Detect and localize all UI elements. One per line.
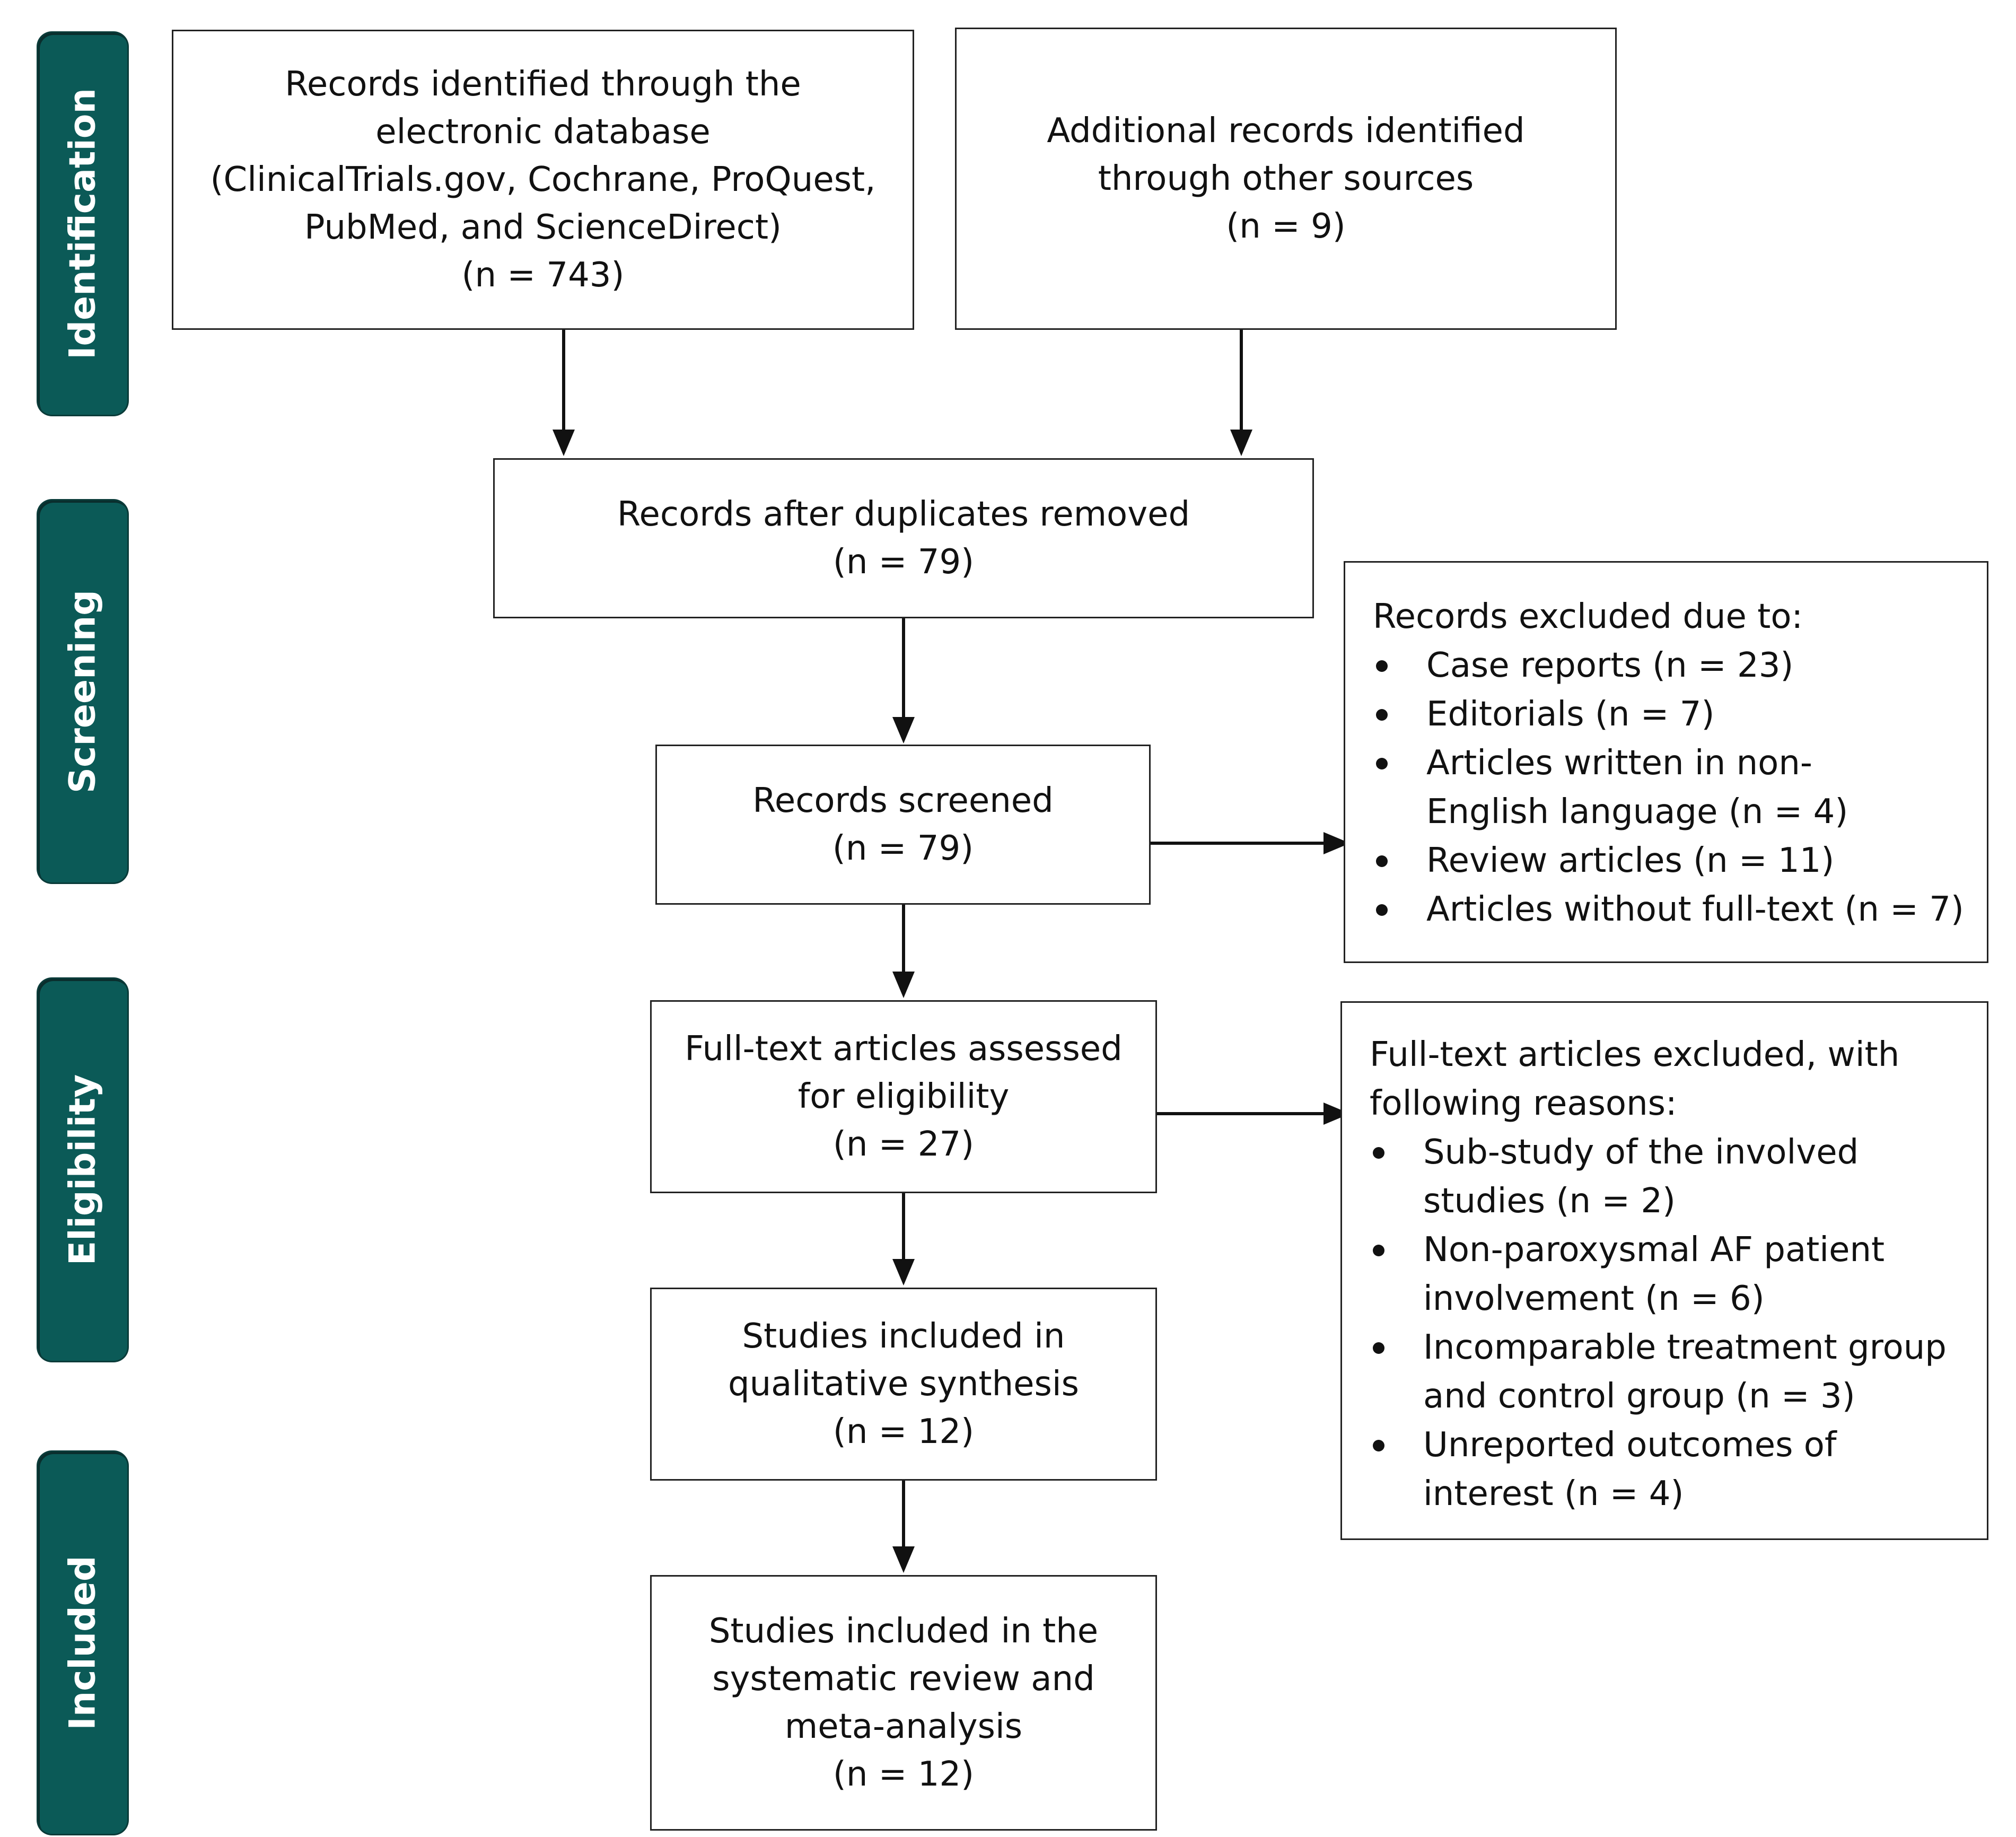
box-text-line: meta-analysis: [784, 1707, 1023, 1746]
box-text-line: for eligibility: [797, 1077, 1010, 1116]
box-text-line: Full-text articles assessed: [685, 1029, 1123, 1069]
box-text-line: (n = 12): [832, 1412, 975, 1451]
exclusion-heading: Records excluded due to:: [1373, 597, 1803, 636]
exclusion-heading: Full-text articles excluded, with follow…: [1370, 1035, 1900, 1123]
box-text-line: Additional records identified: [1047, 111, 1525, 151]
box-records-excluded: Records excluded due to: Case reports (n…: [1344, 561, 1988, 963]
box-other-sources: Additional records identified through ot…: [955, 28, 1617, 330]
box-text-line: PubMed, and ScienceDirect): [304, 208, 782, 247]
box-text-line: Studies included in: [742, 1317, 1065, 1356]
arrowhead: [892, 972, 915, 998]
box-qualitative-synthesis: Studies included in qualitative synthesi…: [650, 1288, 1157, 1481]
exclusion-item: Articles without full-text (n = 7): [1345, 885, 1987, 934]
arrowhead: [892, 1546, 915, 1573]
box-text-line: (n = 12): [832, 1755, 975, 1794]
box-text-line: Records screened: [752, 781, 1054, 820]
stage-identification: Identification: [38, 33, 127, 415]
box-full-text-excluded: Full-text articles excluded, with follow…: [1340, 1001, 1988, 1540]
arrowhead: [892, 717, 915, 743]
arrowhead: [1323, 1103, 1350, 1125]
box-text-line: qualitative synthesis: [727, 1364, 1080, 1404]
box-text-line: Records after duplicates removed: [617, 495, 1190, 534]
box-text-line: (n = 743): [461, 256, 625, 295]
exclusion-item: Review articles (n = 11): [1345, 836, 1987, 885]
box-text-line: Records identified through the: [285, 65, 801, 104]
box-text-line: systematic review and: [712, 1659, 1095, 1699]
arrowhead: [892, 1259, 915, 1285]
exclusion-item: Articles written in non-English language…: [1345, 739, 1987, 836]
box-text-line: (n = 79): [832, 829, 974, 868]
box-meta-analysis: Studies included in the systematic revie…: [650, 1575, 1157, 1831]
box-records-screened: Records screened (n = 79): [655, 745, 1151, 905]
box-database-records: Records identified through the electroni…: [172, 30, 914, 330]
box-text-line: (ClinicalTrials.gov, Cochrane, ProQuest,: [210, 160, 876, 199]
box-text-line: (n = 9): [1226, 207, 1346, 246]
arrowhead: [553, 430, 575, 456]
box-text-line: Studies included in the: [708, 1612, 1099, 1651]
exclusion-item: Editorials (n = 7): [1345, 690, 1987, 739]
exclusion-list: Case reports (n = 23) Editorials (n = 7)…: [1345, 641, 1987, 934]
box-text-line: electronic database: [375, 112, 711, 152]
stage-included: Included: [38, 1452, 127, 1834]
stage-eligibility: Eligibility: [38, 979, 127, 1361]
box-full-text-assessed: Full-text articles assessed for eligibil…: [650, 1000, 1157, 1193]
arrowhead: [1323, 832, 1350, 854]
box-text-line: (n = 27): [832, 1125, 975, 1164]
box-duplicates-removed: Records after duplicates removed (n = 79…: [493, 458, 1314, 618]
stage-screening: Screening: [38, 501, 127, 882]
box-text-line: through other sources: [1098, 159, 1474, 198]
box-text-line: (n = 79): [832, 543, 975, 582]
arrowhead: [1230, 430, 1252, 456]
exclusion-item: Case reports (n = 23): [1345, 641, 1987, 690]
